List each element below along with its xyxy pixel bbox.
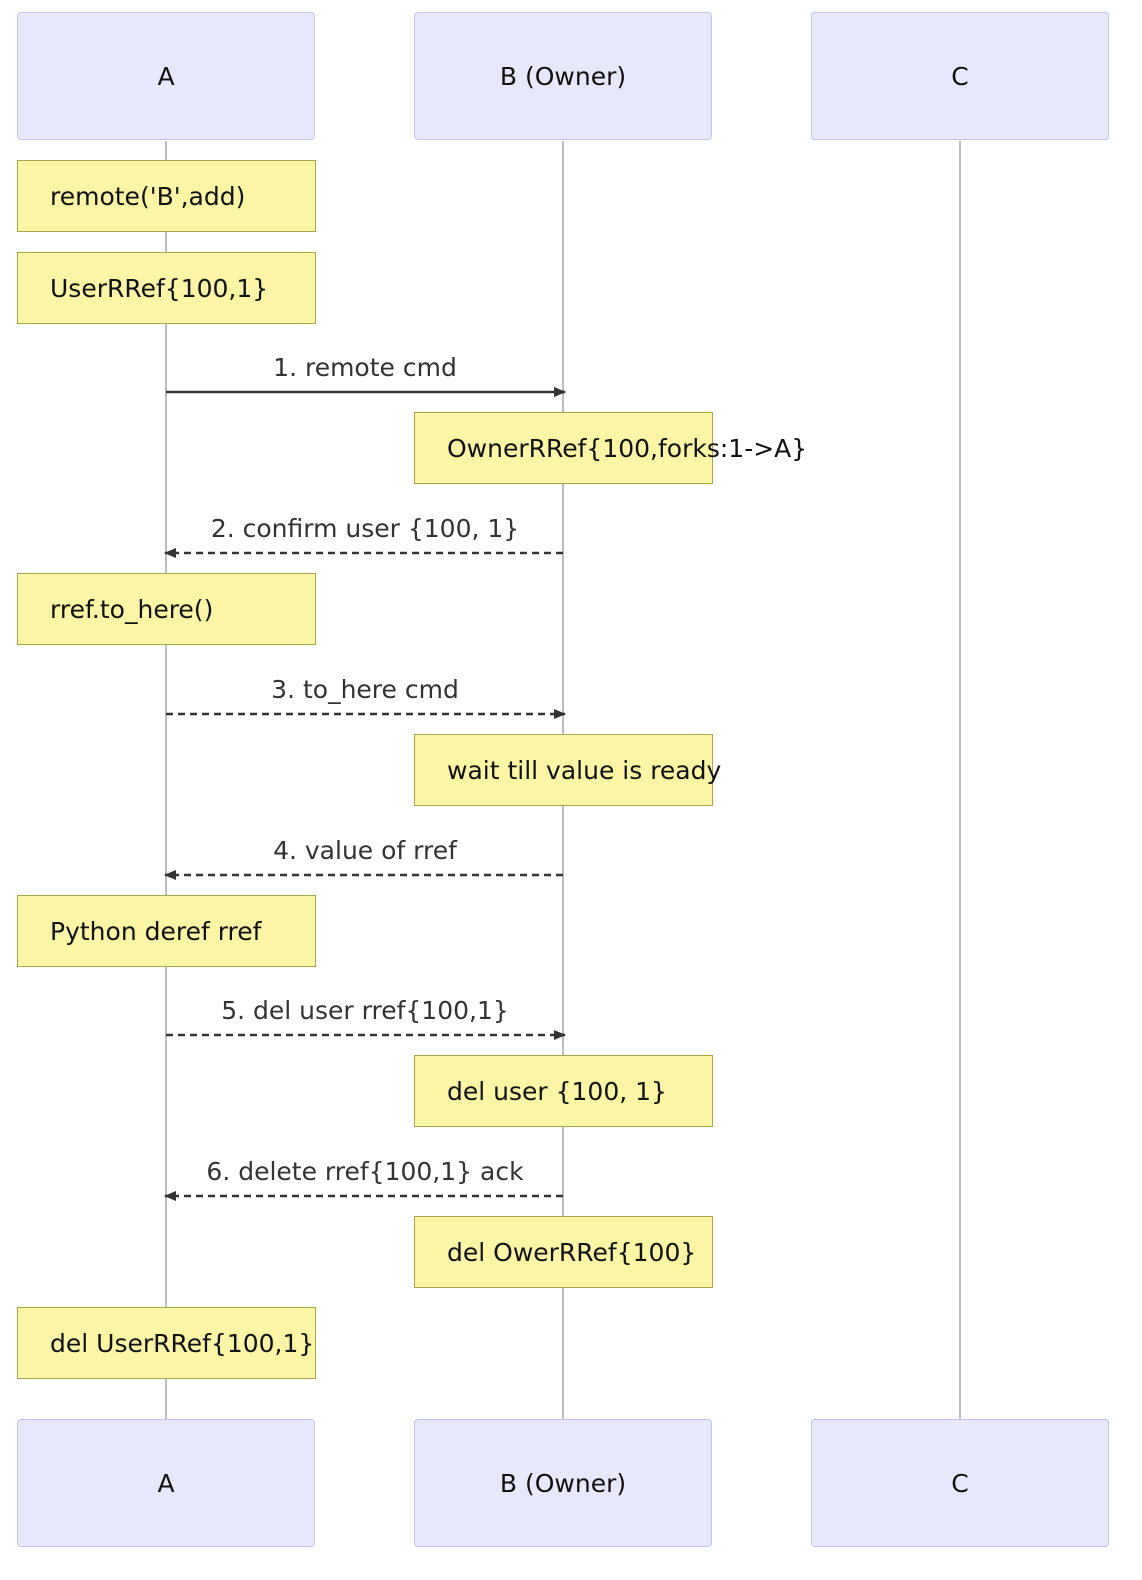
message-label-3: 3. to_here cmd [271,675,459,704]
note-owner-rref: OwnerRRef{100,forks:1->A} [414,412,807,484]
actor-c-label: C [951,1468,969,1498]
note-user-rref: UserRRef{100,1} [17,252,316,324]
actor-c-bottom: C [811,1419,1109,1547]
actor-b-label: B (Owner) [499,61,627,91]
message-label-5: 5. del user rref{100,1} [221,996,509,1025]
note-del-user: del user {100, 1} [414,1055,713,1127]
actor-a-top: A [17,12,315,140]
actor-a-bottom: A [17,1419,315,1547]
actor-b-bottom: B (Owner) [414,1419,712,1547]
note-del-owner-rref: del OwerRRef{100} [414,1216,713,1288]
lifeline-c [959,141,961,1419]
note-python-deref: Python deref rref [17,895,316,967]
actor-b-label: B (Owner) [499,1468,627,1498]
actor-c-label: C [951,61,969,91]
message-label-4: 4. value of rref [273,836,457,865]
message-label-6: 6. delete rref{100,1} ack [206,1157,524,1186]
actor-a-label: A [157,61,175,91]
message-label-1: 1. remote cmd [273,353,457,382]
note-del-user-rref: del UserRRef{100,1} [17,1307,316,1379]
message-label-2: 2. confirm user {100, 1} [210,514,520,543]
actor-a-label: A [157,1468,175,1498]
actor-c-top: C [811,12,1109,140]
note-wait-value: wait till value is ready [414,734,721,806]
note-remote-call: remote('B',add) [17,160,316,232]
lifeline-a [165,141,167,1419]
note-to-here: rref.to_here() [17,573,316,645]
actor-b-top: B (Owner) [414,12,712,140]
